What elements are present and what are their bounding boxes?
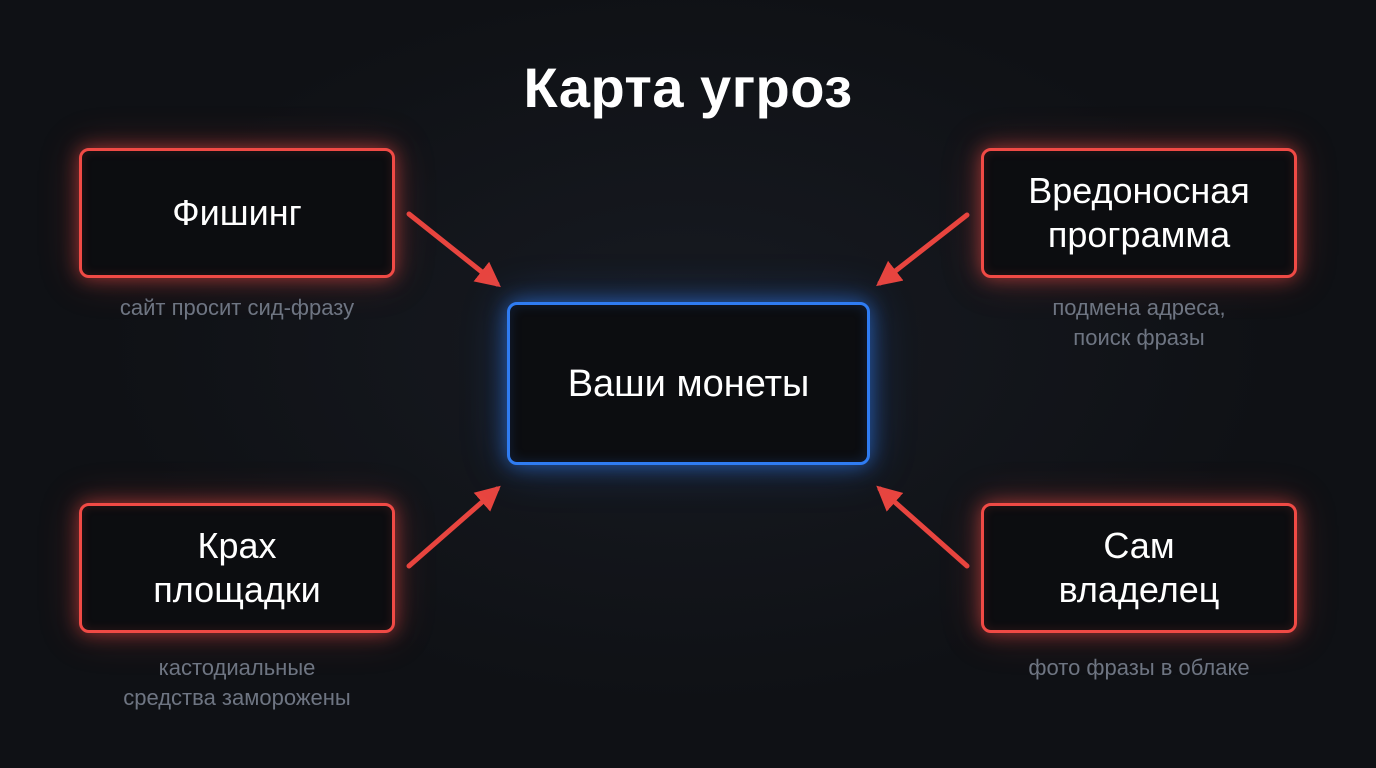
caption-phishing-text: сайт просит сид-фразу [119, 295, 355, 320]
node-your-coins-label: Ваши монеты [567, 362, 810, 405]
caption-platform-crash: кастодиальные средства заморожены [57, 653, 417, 713]
caption-owner-text: фото фразы в облаке [1028, 655, 1250, 680]
caption-phishing: сайт просит сид-фразу [57, 293, 417, 323]
arrow-crash [406, 485, 501, 569]
node-platform-crash: Крах площадки [79, 503, 395, 633]
node-platform-crash-label: Крах площадки [153, 525, 321, 610]
caption-platform-crash-text: кастодиальные средства заморожены [123, 655, 351, 710]
arrow-malware [876, 212, 970, 287]
caption-malware-text: подмена адреса, поиск фразы [1052, 295, 1226, 350]
node-phishing-label: Фишинг [172, 192, 302, 233]
arrow-owner [876, 485, 970, 569]
node-phishing: Фишинг [79, 148, 395, 278]
node-your-coins: Ваши монеты [507, 302, 870, 465]
node-owner-label: Сам владелец [1058, 525, 1220, 610]
node-malware-label: Вредоносная программа [1028, 170, 1250, 255]
diagram-title: Карта угроз [523, 56, 853, 119]
caption-malware: подмена адреса, поиск фразы [959, 293, 1319, 353]
node-malware: Вредоносная программа [981, 148, 1297, 278]
arrow-phishing [406, 211, 501, 288]
node-owner: Сам владелец [981, 503, 1297, 633]
caption-owner: фото фразы в облаке [959, 653, 1319, 683]
